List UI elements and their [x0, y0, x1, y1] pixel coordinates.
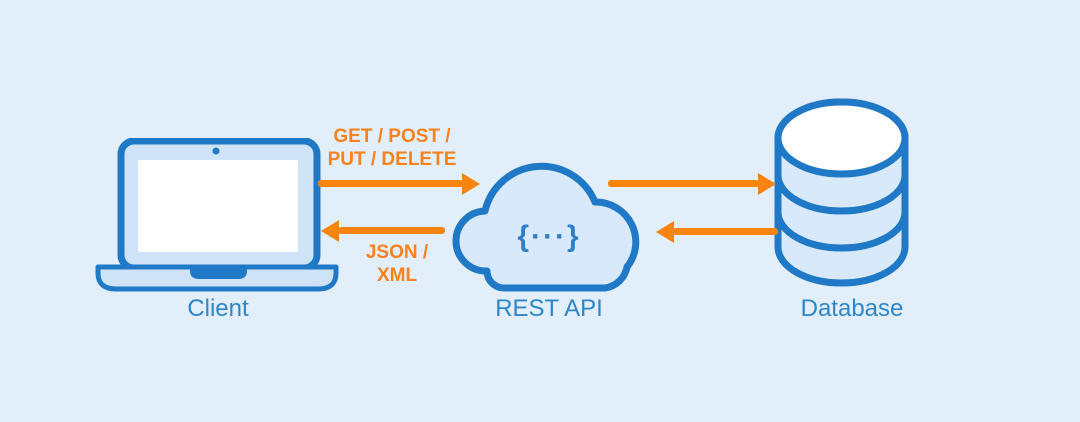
- database-top-ellipse: [774, 98, 909, 178]
- laptop-camera-dot: [212, 147, 220, 155]
- arrow-database-to-api: [656, 220, 778, 243]
- database-label: Database: [800, 295, 904, 322]
- response-format-line2: XML: [376, 265, 418, 286]
- request-methods-line2: PUT / DELETE: [327, 149, 457, 170]
- database-ring-2: [774, 211, 909, 252]
- response-format-label: JSON / XML: [337, 241, 457, 287]
- request-methods-label: GET / POST / PUT / DELETE: [307, 125, 477, 171]
- cloud-shape: [452, 162, 640, 292]
- laptop-screen: [138, 160, 298, 252]
- cloud-icon: [452, 162, 640, 292]
- request-methods-line1: GET / POST /: [333, 126, 451, 147]
- response-format-line1: JSON /: [365, 242, 429, 263]
- rest-api-label: REST API: [495, 295, 603, 322]
- database-icon: [774, 98, 909, 287]
- code-braces-glyph: {···}: [517, 220, 581, 253]
- database-ring-1: [774, 174, 909, 215]
- laptop-icon: [95, 138, 339, 292]
- arrow-api-to-client: [321, 219, 445, 242]
- arrow-client-to-api: [318, 172, 480, 195]
- client-label: Client: [187, 295, 249, 322]
- laptop-base-notch: [190, 267, 247, 279]
- arrow-api-to-database: [608, 172, 776, 195]
